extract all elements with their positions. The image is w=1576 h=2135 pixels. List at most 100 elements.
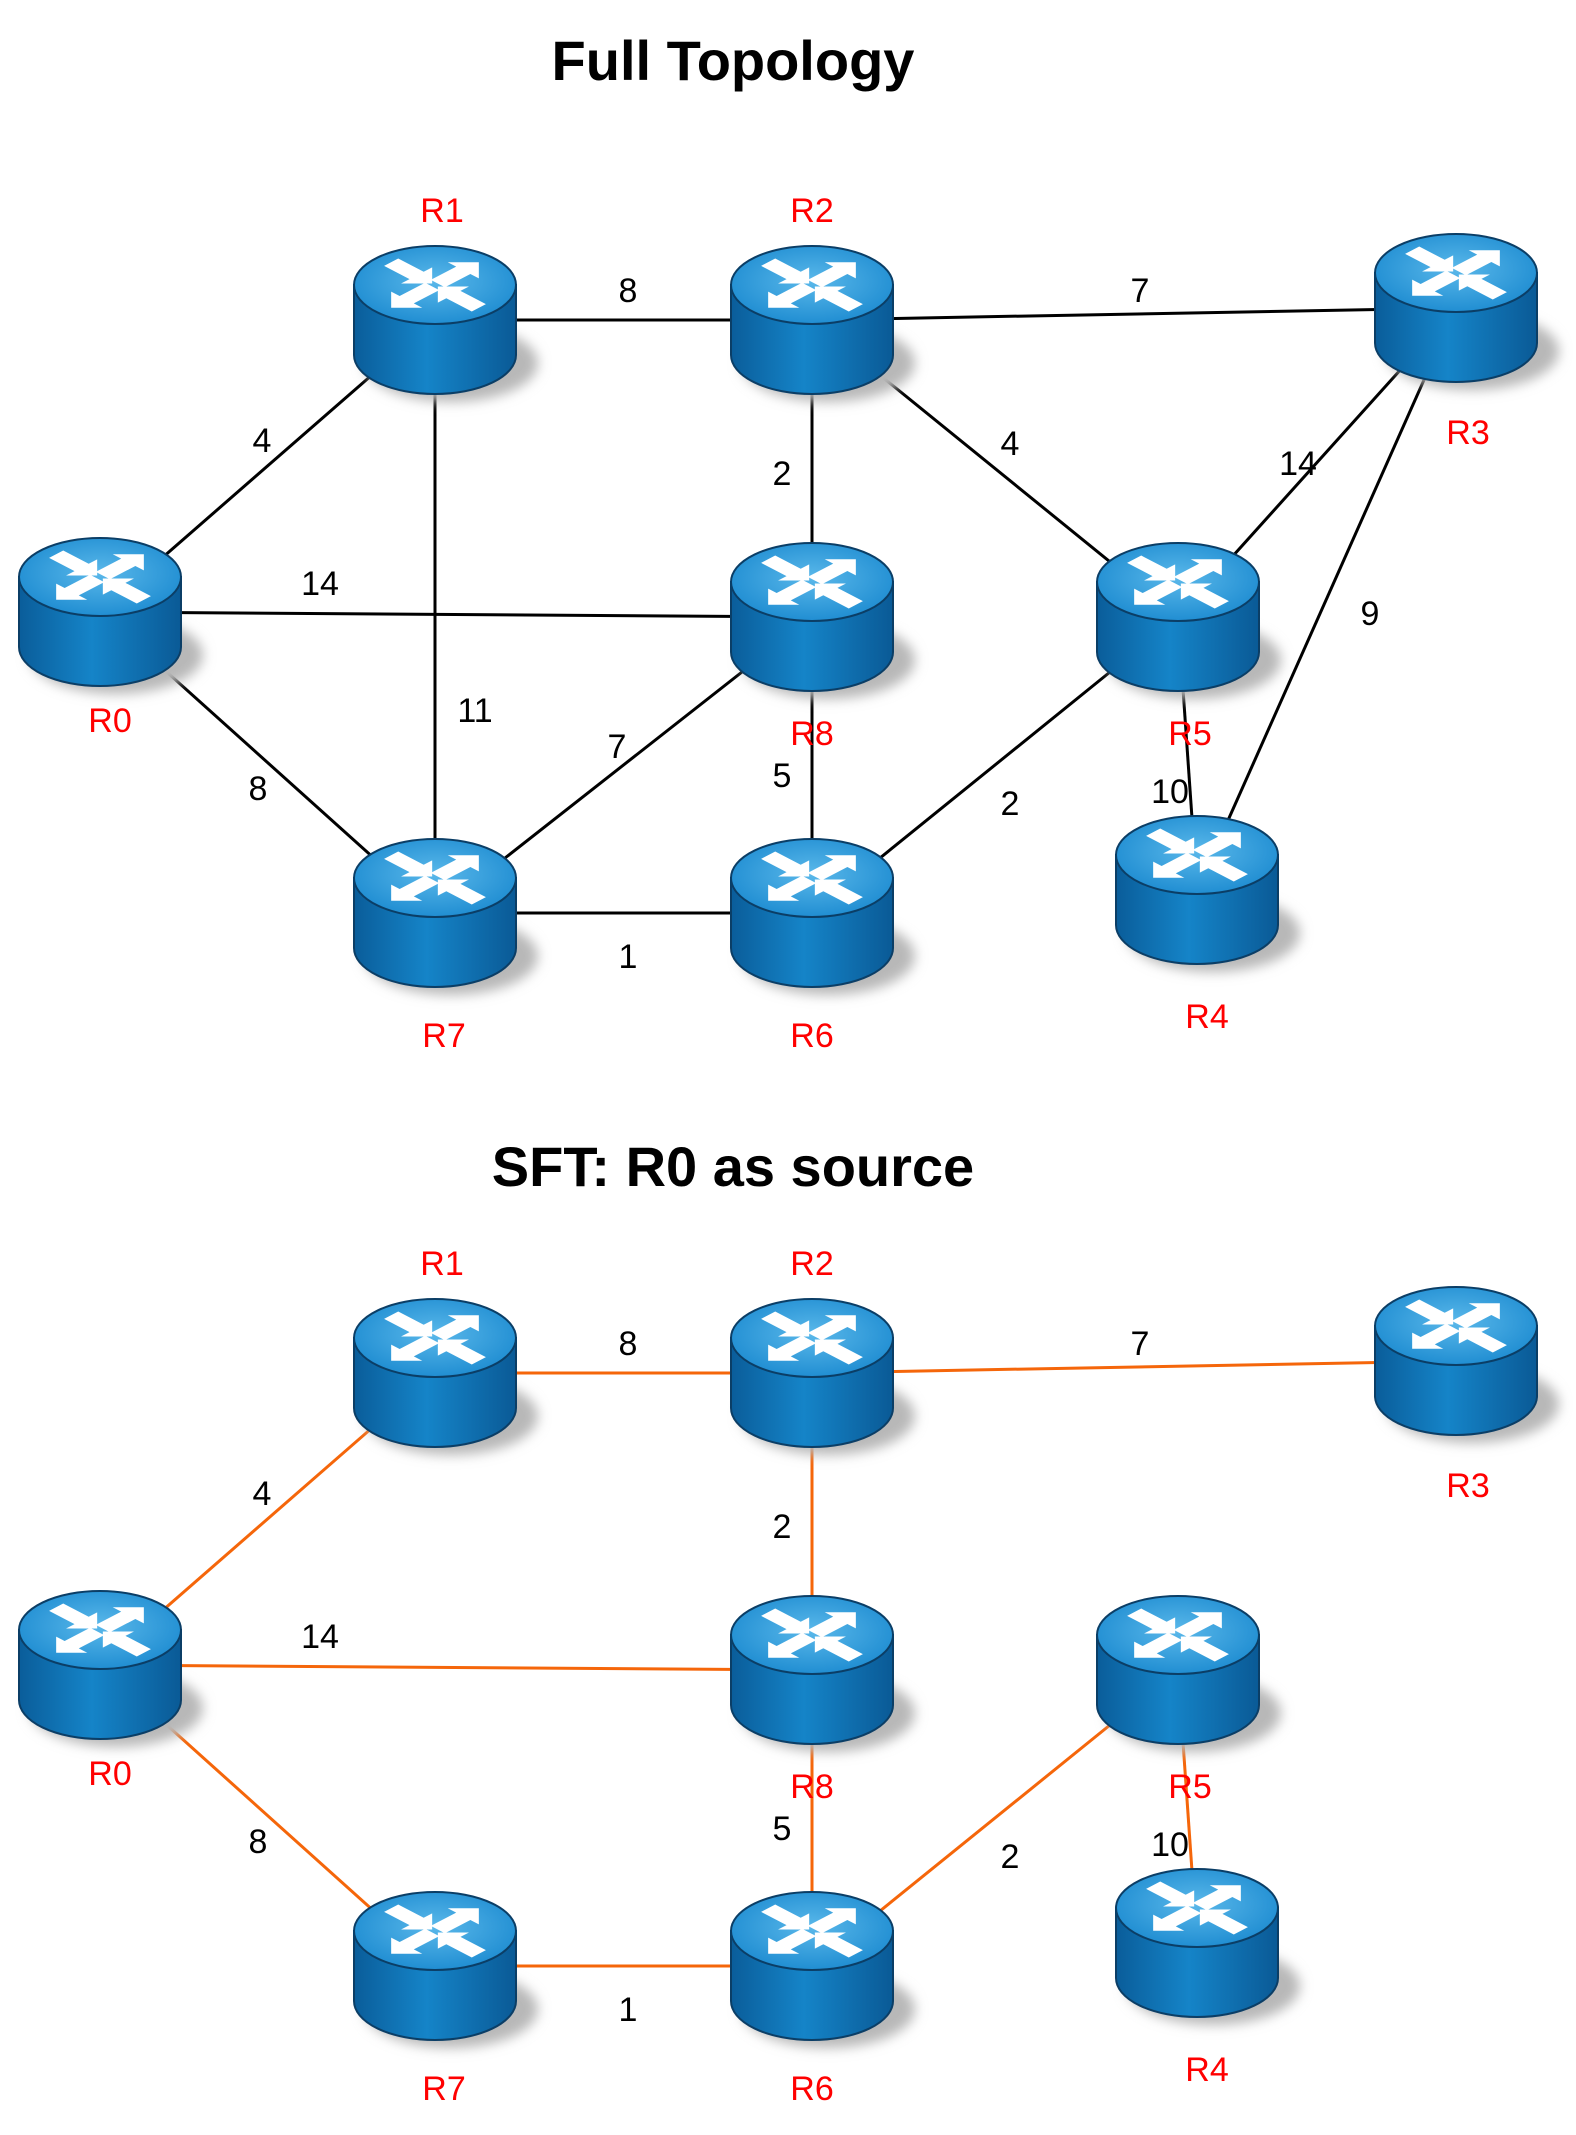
router-arrows xyxy=(1146,828,1248,882)
full-topology-title: Full Topology xyxy=(551,29,915,92)
router-icon xyxy=(1096,1595,1281,1752)
edge-weight-label: 7 xyxy=(1131,272,1150,310)
router-icon xyxy=(1374,1286,1559,1443)
sft-title: SFT: R0 as source xyxy=(491,1135,975,1198)
router-icon xyxy=(1115,815,1300,972)
edge-weight-label: 7 xyxy=(608,728,627,766)
router-top xyxy=(353,1891,517,1971)
edge-weight-label: 1 xyxy=(619,938,638,976)
edge-weight-label: 14 xyxy=(301,565,339,603)
router-top xyxy=(353,245,517,325)
node-label-r3: R3 xyxy=(1446,414,1489,452)
node-label-r1: R1 xyxy=(420,192,463,230)
node-label-r2: R2 xyxy=(790,1245,833,1283)
router-icon xyxy=(730,542,915,699)
edge-r3-r4 xyxy=(1195,307,1458,891)
router-icon xyxy=(730,1595,915,1752)
node-label-r6: R6 xyxy=(790,2070,833,2108)
edge-weight-label: 4 xyxy=(253,1475,272,1513)
edge-weight-label: 2 xyxy=(773,1508,792,1546)
node-label-r2: R2 xyxy=(790,192,833,230)
router-top xyxy=(730,838,894,918)
router-icon xyxy=(1115,1868,1300,2025)
router-top xyxy=(1115,815,1279,895)
router-arrows xyxy=(384,1311,486,1365)
router-arrows xyxy=(761,1608,863,1662)
router-arrows xyxy=(1146,1881,1248,1935)
node-label-r0: R0 xyxy=(88,702,131,740)
router-top xyxy=(18,1590,182,1670)
router-top xyxy=(730,1891,894,1971)
edge-r2-r3 xyxy=(811,306,1457,322)
router-top xyxy=(1374,1286,1538,1366)
router-top xyxy=(353,1298,517,1378)
node-label-r6: R6 xyxy=(790,1017,833,1055)
router-top xyxy=(1115,1868,1279,1948)
edge-weight-label: 7 xyxy=(1131,1325,1150,1363)
router-top xyxy=(730,1298,894,1378)
router-arrows xyxy=(1405,246,1507,300)
router-icon xyxy=(353,838,538,995)
router-top xyxy=(18,537,182,617)
edge-r0-r8 xyxy=(99,610,813,619)
router-arrows xyxy=(761,555,863,609)
router-arrows xyxy=(761,1904,863,1958)
router-top xyxy=(1096,542,1260,622)
router-arrows xyxy=(49,550,151,604)
router-top xyxy=(730,1595,894,1675)
router-icon xyxy=(353,245,538,402)
router-icon xyxy=(730,838,915,995)
node-label-r8: R8 xyxy=(790,1768,833,1806)
node-label-r7: R7 xyxy=(422,1017,465,1055)
edge-weight-label: 8 xyxy=(619,1325,638,1363)
edge-r0-r8 xyxy=(99,1663,813,1672)
edge-weight-label: 8 xyxy=(249,770,268,808)
edge-weight-label: 8 xyxy=(249,1823,268,1861)
edge-weight-label: 1 xyxy=(619,1991,638,2029)
router-top xyxy=(730,245,894,325)
edge-weight-label: 14 xyxy=(1279,445,1317,483)
node-label-r5: R5 xyxy=(1168,715,1211,753)
router-icon xyxy=(1096,542,1281,699)
router-arrows xyxy=(761,851,863,905)
node-label-r7: R7 xyxy=(422,2070,465,2108)
edge-weight-label: 9 xyxy=(1361,595,1380,633)
edge-weight-label: 2 xyxy=(773,455,792,493)
router-icon xyxy=(730,1891,915,2048)
router-arrows xyxy=(1127,555,1229,609)
router-arrows xyxy=(1405,1299,1507,1353)
router-arrows xyxy=(384,258,486,312)
edge-weight-label: 10 xyxy=(1151,1826,1189,1864)
edge-weight-label: 4 xyxy=(253,422,272,460)
edge-weight-label: 14 xyxy=(301,1618,339,1656)
node-label-r1: R1 xyxy=(420,1245,463,1283)
router-icon xyxy=(353,1891,538,2048)
router-top xyxy=(1096,1595,1260,1675)
router-icon xyxy=(730,245,915,402)
router-icon xyxy=(730,1298,915,1455)
edge-weight-label: 4 xyxy=(1001,425,1020,463)
router-top xyxy=(730,542,894,622)
node-label-r4: R4 xyxy=(1185,2051,1228,2089)
router-icon xyxy=(1374,233,1559,390)
edge-weight-label: 2 xyxy=(1001,1838,1020,1876)
router-top xyxy=(1374,233,1538,313)
edge-weight-label: 11 xyxy=(457,692,492,730)
router-top xyxy=(353,838,517,918)
node-label-r0: R0 xyxy=(88,1755,131,1793)
router-arrows xyxy=(384,1904,486,1958)
edge-weight-label: 5 xyxy=(773,1810,792,1848)
router-icon xyxy=(353,1298,538,1455)
edge-weight-label: 2 xyxy=(1001,785,1020,823)
edge-weight-label: 5 xyxy=(773,757,792,795)
node-label-r8: R8 xyxy=(790,715,833,753)
router-arrows xyxy=(761,258,863,312)
node-label-r3: R3 xyxy=(1446,1467,1489,1505)
router-arrows xyxy=(1127,1608,1229,1662)
edge-weight-label: 10 xyxy=(1151,773,1189,811)
edge-weight-label: 8 xyxy=(619,272,638,310)
router-arrows xyxy=(49,1603,151,1657)
router-icon xyxy=(18,537,203,694)
edge-r2-r3 xyxy=(811,1359,1457,1375)
